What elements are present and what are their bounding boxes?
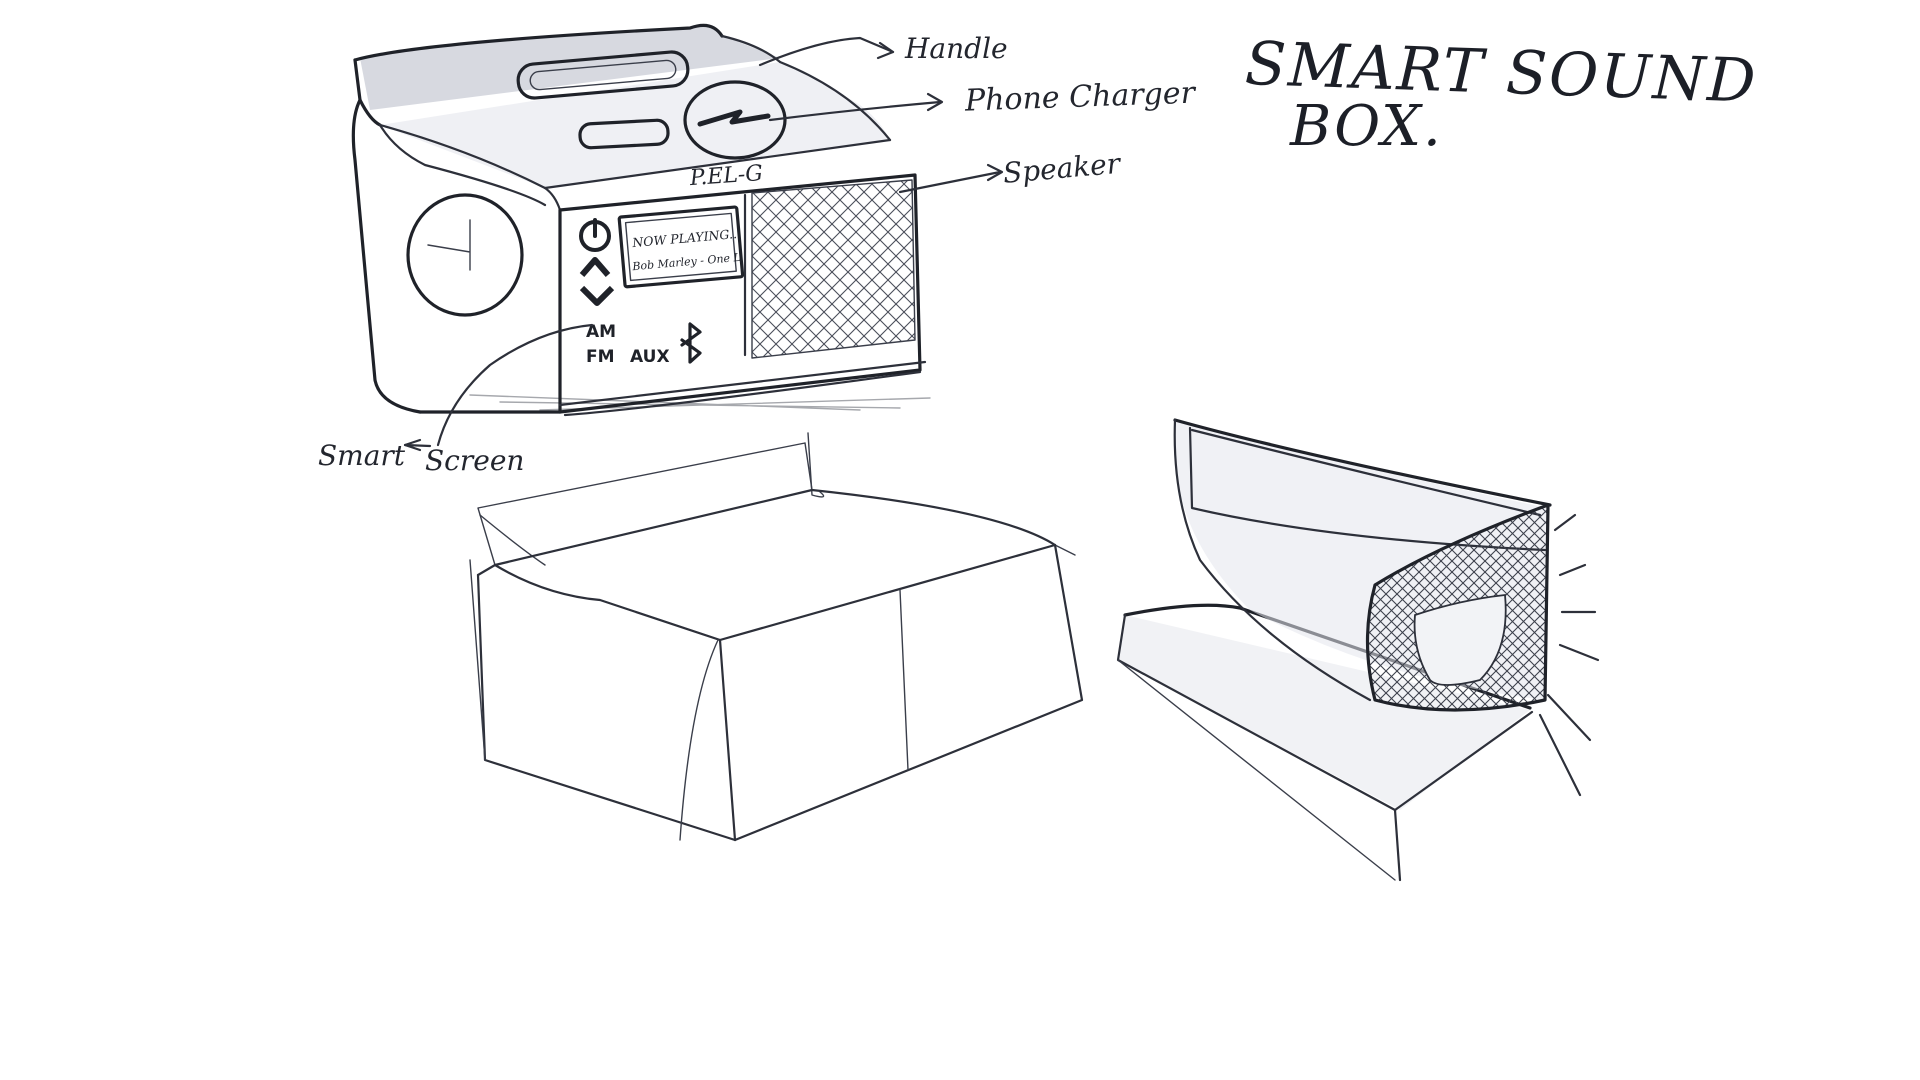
lightning-icon xyxy=(697,109,771,127)
handle-label: Handle xyxy=(904,32,1008,65)
aux-button[interactable]: AUX xyxy=(630,347,670,367)
sketch-title: SMART SOUND BOX. xyxy=(1244,29,1759,159)
smart-screen: NOW PLAYING.. Bob Marley - One L xyxy=(617,205,745,289)
bluetooth-icon[interactable] xyxy=(680,322,702,364)
brand-label: P.EL-G xyxy=(688,161,764,191)
power-icon[interactable] xyxy=(579,218,611,252)
track-label: Bob Marley - One L xyxy=(631,251,741,274)
title-line-2: BOX. xyxy=(1289,94,1443,159)
phone-charger-label: Phone Charger xyxy=(963,76,1197,119)
chevron-down-icon[interactable] xyxy=(579,285,615,306)
now-playing-label: NOW PLAYING.. xyxy=(631,226,738,250)
annotations: Handle Phone Charger Speaker Smart Scree… xyxy=(318,32,1197,477)
sound-box-main-sketch: P.EL-G NOW PLAYING.. Bob Marley - One L … xyxy=(351,23,931,417)
screen-label: Screen xyxy=(425,444,524,477)
fm-button[interactable]: FM xyxy=(586,347,615,367)
box-wireframe-sketch xyxy=(469,432,1084,842)
angled-speaker-sketch xyxy=(1116,418,1600,882)
am-button[interactable]: AM xyxy=(586,322,616,342)
chevron-up-icon[interactable] xyxy=(579,257,611,277)
speaker-label: Speaker xyxy=(1002,147,1123,190)
smart-label: Smart xyxy=(318,439,406,472)
